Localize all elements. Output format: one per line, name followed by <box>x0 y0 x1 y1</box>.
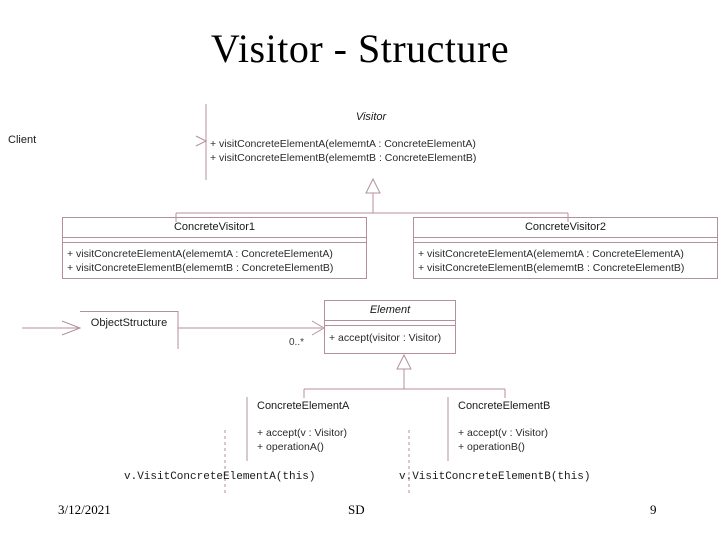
operation-row: + operationB() <box>458 441 525 453</box>
object-structure-right-edge <box>177 311 179 349</box>
footer-page-number: 9 <box>650 502 657 517</box>
operation-row: + visitConcreteElementB(elememtB : Concr… <box>210 152 477 164</box>
operation-row: + visitConcreteElementA(elememtA : Concr… <box>67 248 333 260</box>
class-operations-concrete-element-b: + accept(v : Visitor) + operationB() <box>448 422 588 457</box>
class-operations-concrete-visitor-2: + visitConcreteElementA(elememtA : Concr… <box>414 243 717 278</box>
class-divider <box>325 320 455 321</box>
class-box-concrete-visitor-2[interactable]: ConcreteVisitor2 + visitConcreteElementA… <box>413 217 718 279</box>
class-divider <box>414 237 717 238</box>
class-name-object-structure: ObjectStructure <box>90 317 168 329</box>
footer-center-label: SD <box>348 502 365 517</box>
element-inheritance-triangle <box>396 353 412 370</box>
note-concrete-element-b: v.VisitConcreteElementB(this) <box>399 471 591 483</box>
operation-row: + accept(v : Visitor) <box>257 427 347 439</box>
operation-row: + accept(visitor : Visitor) <box>329 332 442 344</box>
class-operations-element: + accept(visitor : Visitor) <box>325 326 455 348</box>
class-name-concrete-visitor-1: ConcreteVisitor1 <box>173 221 256 233</box>
class-operations-concrete-visitor-1: + visitConcreteElementA(elememtA : Concr… <box>63 243 366 278</box>
operation-row: + visitConcreteElementA(elememtA : Concr… <box>210 138 476 150</box>
slide-footer: 3/12/2021 SD 9 <box>0 498 720 528</box>
class-divider <box>63 242 366 243</box>
class-box-concrete-element-b[interactable]: ConcreteElementB + accept(v : Visitor) +… <box>448 397 588 459</box>
operation-row: + visitConcreteElementB(elememtB : Concr… <box>67 262 334 274</box>
object-structure-arrowhead <box>61 320 82 336</box>
class-box-concrete-element-a[interactable]: ConcreteElementA + accept(v : Visitor) +… <box>247 397 387 459</box>
visitor-inheritance-triangle <box>365 177 381 194</box>
page-title: Visitor - Structure <box>210 26 510 71</box>
class-name-concrete-element-b: ConcreteElementB <box>458 400 551 412</box>
operation-row: + visitConcreteElementA(elememtA : Concr… <box>418 248 684 260</box>
note-concrete-element-a: v.VisitConcreteElementA(this) <box>124 471 316 483</box>
operation-row: + visitConcreteElementB(elememtB : Concr… <box>418 262 685 274</box>
class-divider <box>414 242 717 243</box>
visitor-left-edge <box>205 104 207 180</box>
footer-date: 3/12/2021 <box>58 502 111 517</box>
class-name-concrete-element-a: ConcreteElementA <box>257 400 350 412</box>
class-divider <box>325 325 455 326</box>
concrete-element-a-left-edge <box>246 397 248 461</box>
class-name-concrete-visitor-2: ConcreteVisitor2 <box>524 221 607 233</box>
class-divider <box>63 237 366 238</box>
operation-row: + accept(v : Visitor) <box>458 427 548 439</box>
association-multiplicity: 0..* <box>289 337 305 348</box>
element-assoc-arrowhead <box>311 320 325 336</box>
class-box-object-structure[interactable]: ObjectStructure <box>80 311 178 347</box>
class-box-element[interactable]: Element + accept(visitor : Visitor) <box>324 300 456 354</box>
concrete-element-b-left-edge <box>447 397 449 461</box>
uml-class-diagram: Client Visitor + visitConcreteElementA(e… <box>0 100 720 500</box>
class-name-visitor: Visitor <box>355 111 387 123</box>
object-structure-top-rule <box>80 311 178 312</box>
class-operations-concrete-element-a: + accept(v : Visitor) + operationA() <box>247 422 387 457</box>
class-operations-visitor: + visitConcreteElementA(elememtA : Concr… <box>206 133 536 168</box>
class-name-element: Element <box>369 304 411 316</box>
client-label: Client <box>8 134 37 146</box>
class-box-visitor[interactable]: Visitor + visitConcreteElementA(elememtA… <box>206 108 536 178</box>
operation-row: + operationA() <box>257 441 324 453</box>
class-box-concrete-visitor-1[interactable]: ConcreteVisitor1 + visitConcreteElementA… <box>62 217 367 279</box>
